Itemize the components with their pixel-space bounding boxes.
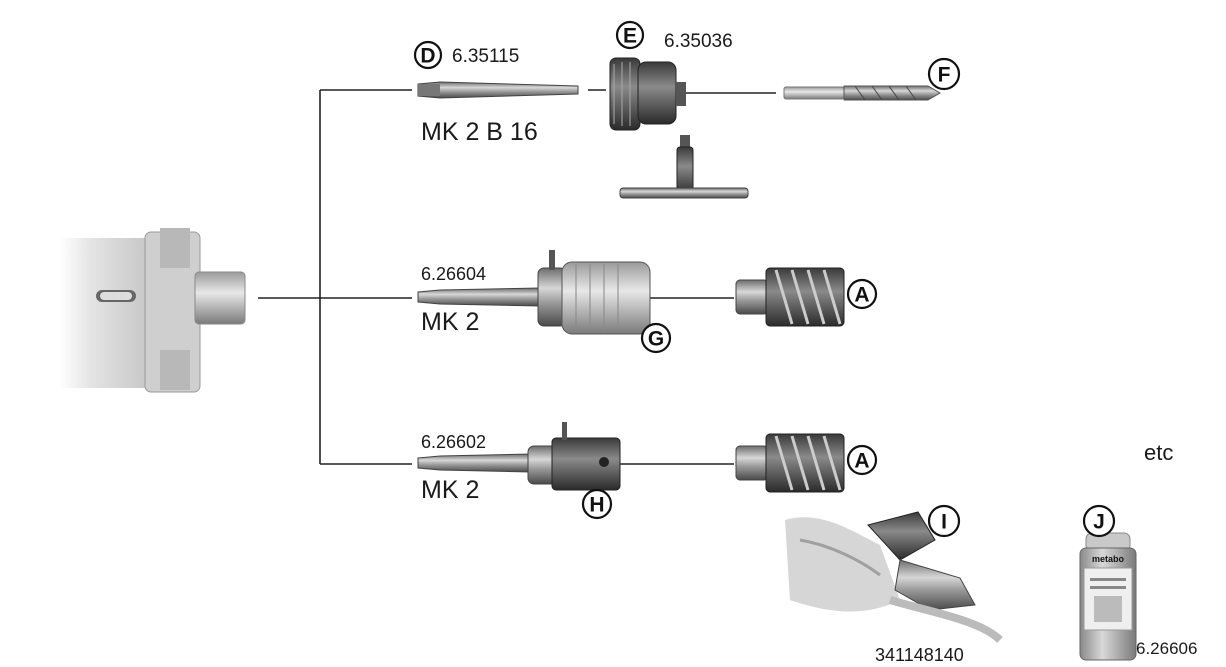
part-h-label: MK 2 [421, 476, 479, 504]
connection-lines [258, 89, 776, 465]
part-a-upper-badge: A [846, 278, 878, 310]
part-h-letter: H [589, 494, 604, 517]
part-e-code: 6.35036 [664, 31, 733, 52]
part-h-code: 6.26602 [421, 432, 486, 452]
adapter-g-image [417, 250, 651, 335]
part-i-code: 341148140 [875, 645, 964, 665]
part-f-letter: F [938, 64, 951, 87]
part-g-label: MK 2 [421, 308, 479, 336]
part-g-letter: G [648, 328, 664, 351]
spray-can-j-image: metabo [1079, 532, 1137, 661]
part-j-badge: J [1082, 504, 1116, 538]
can-brand-text: metabo [1092, 554, 1125, 564]
part-a-lower-letter: A [854, 450, 869, 473]
part-j-code: 6.26606 [1136, 639, 1197, 658]
drill-bit-f-image [783, 85, 941, 101]
part-f-badge: F [927, 57, 961, 91]
chuck-key-image [619, 135, 749, 199]
core-drill-a-lower-image [735, 433, 845, 493]
adapter-h-image [417, 422, 621, 491]
part-g-badge: G [640, 322, 672, 354]
part-d-letter: D [420, 45, 435, 68]
part-a-lower-badge: A [846, 444, 878, 476]
core-drill-a-upper-image [735, 267, 845, 327]
etc-label: etc [1144, 440, 1173, 465]
part-i-letter: I [941, 511, 947, 534]
part-d-label: MK 2 B 16 [421, 118, 538, 146]
part-e-badge: E [615, 20, 645, 50]
taper-arbor-d-image [417, 81, 579, 99]
chip-remover-i-image [785, 511, 1003, 644]
drill-chuck-e-image [609, 57, 686, 131]
part-j-letter: J [1093, 511, 1105, 534]
part-d-code: 6.35115 [452, 46, 519, 67]
part-a-upper-letter: A [854, 284, 869, 307]
part-e-letter: E [623, 25, 637, 48]
part-i-badge: I [927, 504, 961, 538]
part-g-code: 6.26604 [421, 264, 486, 284]
machine-spindle-image [60, 228, 246, 393]
part-h-badge: H [581, 488, 613, 520]
part-d-badge: D [413, 40, 443, 70]
